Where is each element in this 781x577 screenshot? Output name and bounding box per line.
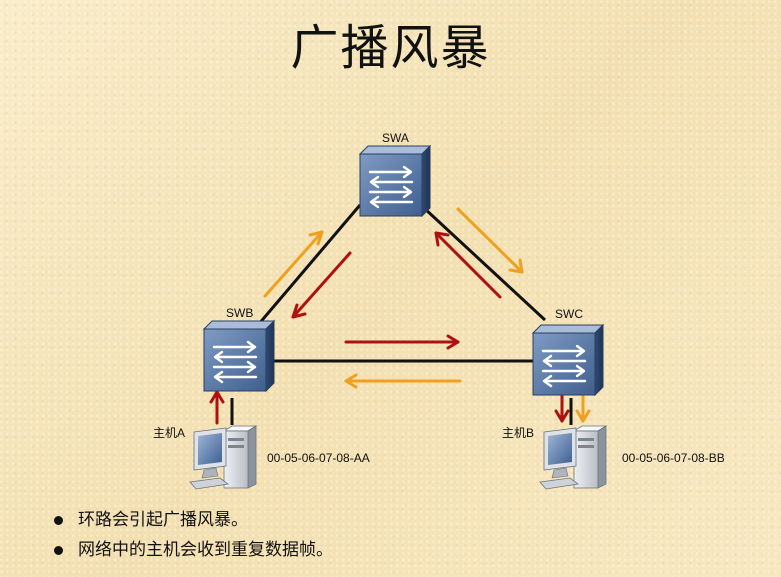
computer-icon <box>539 425 607 490</box>
link-swa-swc <box>422 206 547 322</box>
host-b-label: 主机B <box>502 426 534 440</box>
arrow-icon <box>209 207 591 425</box>
link-swa-swb <box>256 204 362 326</box>
bullet-item: 环路会引起广播风暴。 <box>52 505 333 535</box>
bullet-icon <box>54 516 63 525</box>
host-a-label: 主机A <box>153 426 185 440</box>
switch-label-swb: SWB <box>226 306 253 320</box>
bullet-list: 环路会引起广播风暴。 网络中的主机会收到重复数据帧。 <box>52 505 333 565</box>
bullet-item: 网络中的主机会收到重复数据帧。 <box>52 535 333 565</box>
switch-icon <box>358 144 432 218</box>
switch-label-swa: SWA <box>382 131 409 145</box>
switch-label-swc: SWC <box>555 307 583 321</box>
bullet-icon <box>54 546 63 555</box>
switch-icon <box>202 319 276 393</box>
host-a-mac: 00-05-06-07-08-AA <box>267 451 370 465</box>
host-b-mac: 00-05-06-07-08-BB <box>622 451 725 465</box>
switch-icon <box>531 323 605 397</box>
page-title: 广播风暴 <box>290 20 491 76</box>
computer-icon <box>189 425 257 490</box>
